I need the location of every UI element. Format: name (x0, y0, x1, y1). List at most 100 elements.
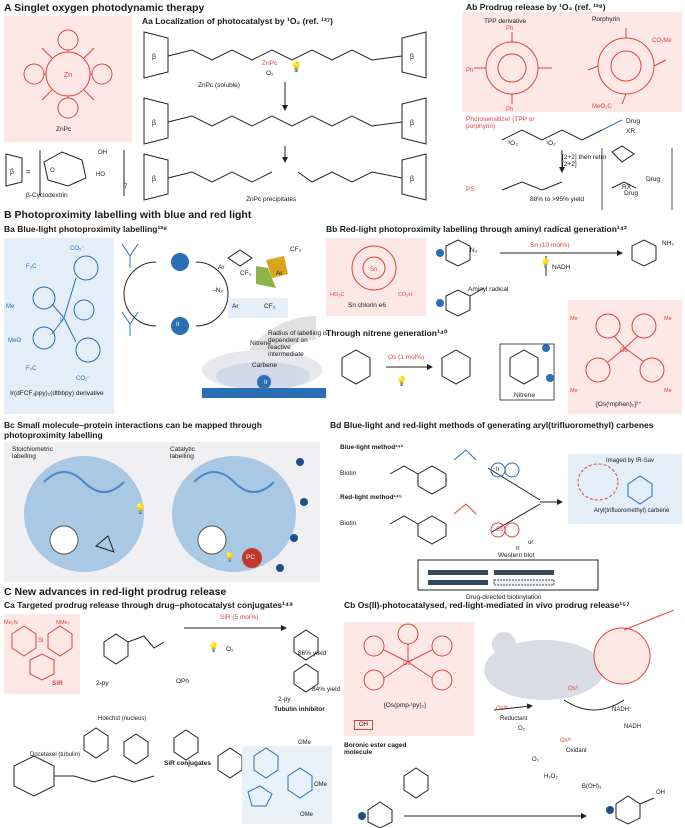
ca-title: Ca Targeted prodrug release through drug… (4, 600, 293, 610)
svg-text:Sn: Sn (370, 267, 377, 273)
lightbulb-icon: 💡 (290, 62, 302, 73)
svg-text:CO₂⁻: CO₂⁻ (70, 246, 85, 252)
aa-precipitates: ZnPc precipitates (246, 196, 296, 203)
aa-znpc-soluble: ZnPc (soluble) (198, 82, 240, 89)
ab-drug-1: Drug (626, 118, 640, 125)
bd-western: Western blot (498, 552, 534, 559)
cyclodextrin-label: β-Cyclodextrin (26, 192, 68, 199)
bb-os-panel: Os Me Me Me Me [Os(ᵗmphen)₂]²⁺ (568, 300, 682, 414)
bc-stoichiometric: Stoichiometric labelling (12, 446, 72, 460)
svg-text:CO₂⁻: CO₂⁻ (76, 376, 91, 382)
cb-title: Cb Os(II)-photocatalysed, red-light-medi… (344, 600, 684, 610)
svg-text:MeO: MeO (8, 338, 21, 344)
ba-radius-note: Radius of labelling is dependent on reac… (268, 330, 328, 358)
cb-oxidant: Oxidant (566, 748, 587, 754)
bb-nitrene-label: Nitrene (514, 392, 535, 399)
znpc-structure: Zn (4, 16, 132, 142)
svg-text:Me: Me (570, 316, 578, 322)
cb-os-excited: Osᴵᴵ* (496, 706, 508, 712)
cb-os-label: [Os(pmp-ᵗpy)₂] (384, 702, 426, 709)
cb-oh-product: OH (656, 790, 665, 796)
ab-o2-triplet: ³O₂ (508, 140, 518, 147)
bb-sn-panel: Sn HO₂C CO₂H Sn chlorin e6 (326, 238, 426, 316)
sir-structure: Si Me₂N NMe₂ (4, 614, 80, 678)
ir-ground: Ir (176, 322, 180, 328)
svg-text:Os: Os (403, 661, 411, 667)
zn-center: Zn (64, 72, 72, 79)
section-a-heading: A Singlet oxygen photodynamic therapy (4, 2, 204, 14)
cb-os-panel: Os [Os(pmp-ᵗpy)₂] OH (344, 622, 474, 736)
os-pmp-structure: Os (344, 622, 474, 702)
os-phen-structure: Os Me Me Me Me (568, 300, 682, 396)
bd-biotin-1: Biotin (340, 470, 356, 477)
cb-nadh-plus: NADH⁺ (612, 706, 632, 713)
bb-sn-catalyst: Sn (10 mol%) (530, 242, 569, 249)
red-light-icon: 💡 (540, 258, 551, 269)
svg-text:CO₂H: CO₂H (398, 292, 412, 298)
ca-2py-2: 2-py (278, 696, 291, 703)
bc-catalytic: Catalytic labelling (170, 446, 220, 460)
ir-excited-1: Ir (176, 243, 180, 249)
svg-text:F₃C: F₃C (26, 264, 37, 270)
ca-sir-label: SiR (52, 680, 63, 687)
ab-cycloaddition: [2+2] then retro [2+2] (562, 154, 612, 168)
bd-ir-1: Ir (496, 467, 500, 473)
sn-chlorin-structure: Sn HO₂C CO₂H (326, 238, 426, 298)
ab-xr: XR (626, 128, 635, 135)
ab-o2-singlet: ¹O₂ (546, 140, 556, 147)
cb-o2: O₂ (518, 726, 525, 732)
ba-catalyst-label: Ir(dFCF₃ppy)₂(dtbbpy) derivative (10, 390, 110, 397)
ba-catalyst-panel: Ir CO₂⁻ F₃C Me MeO F₃C CO₂⁻ Ir(dFCF₃ppy)… (4, 238, 114, 414)
bd-or-1: or (528, 540, 533, 546)
ca-yield-1: 86% yield (298, 650, 326, 657)
ab-drug-3: Drug (624, 190, 638, 197)
cb-release-scheme (344, 766, 680, 826)
aa-znpc-catalyst: ZnPc (262, 60, 277, 67)
bb-nh2: NH₂ (662, 240, 674, 247)
ba-n2-loss: –N₂ (212, 287, 223, 294)
ab-ps: PS (466, 186, 475, 193)
svg-text:CO₂Me: CO₂Me (652, 38, 672, 44)
svg-text:Me: Me (570, 388, 578, 394)
ba-ar-protein: Ar (276, 270, 283, 277)
svg-text:Ph: Ph (506, 26, 513, 32)
ca-o2: O₂ (226, 646, 234, 653)
svg-text:NMe₂: NMe₂ (56, 620, 70, 626)
ca-prodrug-scheme (84, 612, 324, 702)
bd-title: Bd Blue-light and red-light methods of g… (330, 420, 682, 430)
ir-complex-structure: Ir CO₂⁻ F₃C Me MeO F₃C CO₂⁻ (4, 238, 114, 388)
ca-oph: OPh (176, 678, 189, 685)
cb-os-ii: Osᴵᴵ (568, 686, 578, 692)
bd-imaged: Imaged by IR-Sav (606, 458, 654, 464)
svg-text:β: β (410, 120, 414, 127)
svg-text:Si: Si (38, 638, 43, 644)
bd-carbene-panel: Imaged by IR-Sav Aryl(trifluoromethyl) c… (568, 454, 682, 524)
cd-ho-label: HO (96, 172, 105, 178)
cb-o2-minus: O₂⁻ (532, 756, 542, 763)
cd-subscript: 7 (124, 184, 127, 190)
bb-nadh: NADH (552, 264, 570, 271)
cyclodextrin-structure: β = (4, 148, 134, 198)
bd-os: Os (496, 527, 504, 533)
cb-caged-label: Boronic ester caged molecule (344, 742, 424, 756)
cd-o-label: O (50, 168, 55, 174)
svg-text:β: β (10, 169, 14, 176)
bc-title: Bc Small molecule–protein interactions c… (4, 420, 314, 440)
ab-title: Ab Prodrug release by ¹O₂ (ref. ¹³⁸) (466, 2, 606, 12)
svg-text:β: β (152, 120, 156, 127)
ca-tubulin-inhibitor: Tubulin inhibitor (274, 706, 325, 713)
svg-text:=: = (26, 167, 31, 176)
ba-cell-surface: Cell surface (234, 398, 268, 405)
aa-title: Aa Localization of photocatalyst by ¹O₂ … (142, 16, 333, 26)
ba-cf3-protein: CF₃ (290, 246, 301, 253)
bb-aminyl-label: Aminyl radical (468, 286, 508, 293)
ba-ar-1: Ar (218, 264, 225, 271)
ca-ome-1: OMe (298, 740, 311, 746)
svg-text:Me: Me (6, 304, 15, 310)
cd-oh-label: OH (98, 150, 107, 156)
ca-ome-2: OMe (314, 782, 327, 788)
cb-pmp-legend: OH (354, 720, 373, 730)
aa-scheme: β β β β β β (142, 26, 452, 206)
ba-carbene: Carbene (252, 362, 277, 369)
ca-conjugate-structures (4, 716, 334, 826)
